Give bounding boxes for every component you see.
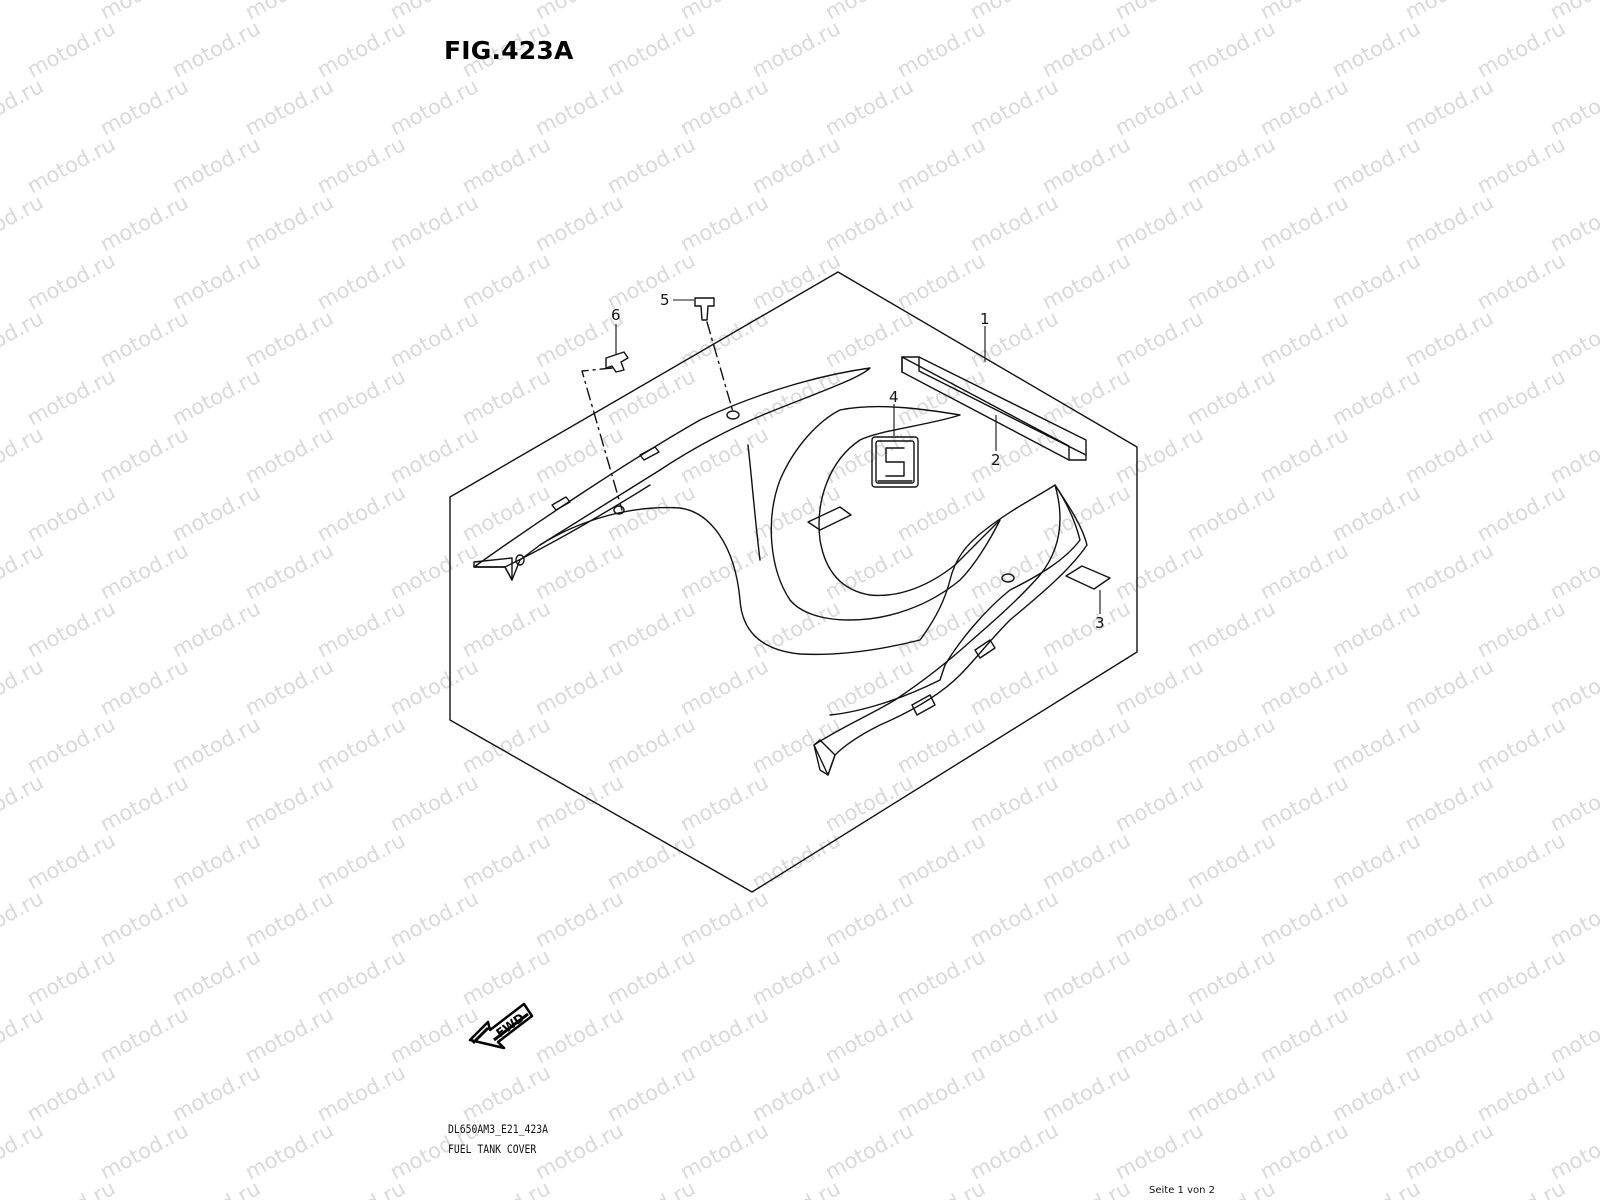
assembly-line-part-5 [706,321,734,413]
tank-cover-left-rail [473,367,871,581]
callout-2: 2 [991,451,1001,469]
figure-name: FUEL TANK COVER [448,1142,537,1156]
screw-seat [726,410,740,420]
figure-title: FIG.423A [444,36,574,65]
assembly-boundary [449,271,1138,893]
tank-cover-right-rail [813,484,1088,776]
fwd-arrow-icon [468,1002,534,1050]
tank-cover-left-flange [473,557,513,581]
part-3-pad [1065,565,1111,590]
assembly-line-part-6 [581,367,623,511]
callout-4: 4 [889,388,899,406]
tank-cover-center-ridge [747,444,761,561]
callout-6: 6 [611,306,621,324]
right-rail-tab-2 [911,694,936,716]
part-4-emblem-inner [875,440,915,484]
rail-tab-1 [551,496,571,511]
part-5-screw-icon [694,297,715,321]
part-6-clip-icon [605,351,629,373]
callout-1: 1 [980,310,990,328]
tank-cover-body [539,484,1081,716]
callout-3: 3 [1095,614,1105,632]
right-rail-tab-1 [974,639,996,659]
page-indicator: Seite 1 von 2 [1149,1185,1215,1196]
part-4-emblem-s-icon [885,447,905,477]
part-4-emblem-frame [871,436,919,488]
fwd-arrow-shadow [471,1012,529,1045]
callout-5: 5 [660,291,670,309]
decal-area [807,506,852,531]
rivet-seat [613,505,625,515]
part-1-seal-strip-edge [901,356,1087,461]
fwd-direction-arrow: FWD [468,1002,534,1050]
right-rail-flange [813,739,836,776]
model-code: DL650AM3_E21_423A [448,1122,549,1136]
tank-cover-recess [770,405,1001,621]
rail-tab-2 [639,446,660,461]
right-rail-hole [1001,573,1015,583]
tank-cover-left-hole [515,554,525,566]
